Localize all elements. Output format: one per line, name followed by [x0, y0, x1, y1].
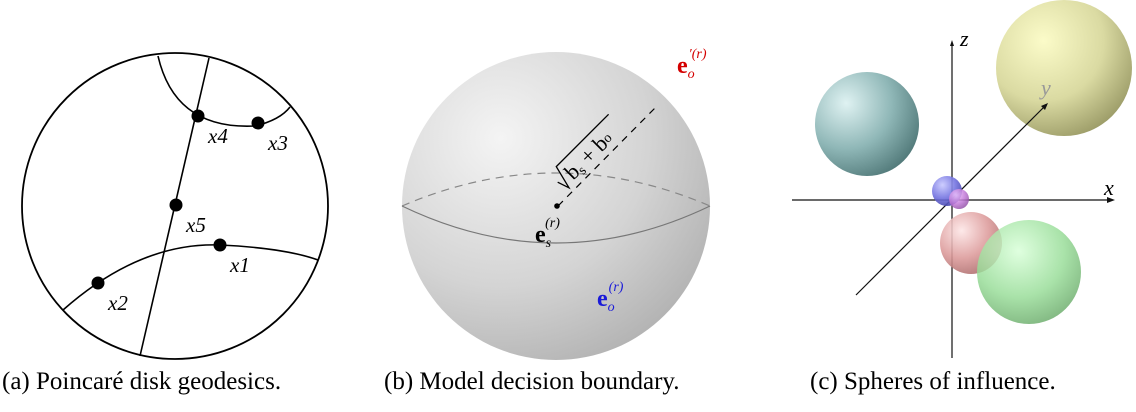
caption-a: (a) Poincaré disk geodesics.: [2, 368, 282, 395]
label-x4: x4: [207, 124, 228, 148]
panel-poincare-disk: x4 x3 x5 x1 x2 (a) Poincaré disk geodesi…: [0, 0, 360, 412]
label-inside-embedding: eo(r): [597, 280, 624, 315]
geodesic-bottom-arc: [62, 244, 319, 311]
y-axis-label: y: [1039, 75, 1051, 100]
equator-front: [401, 205, 711, 244]
panel-decision-boundary: bs + bo es(r) eo(r) eo′(r) (b) Model dec…: [380, 0, 760, 412]
sphere-teal: [815, 72, 919, 176]
geodesic-top-arc: [157, 55, 291, 127]
label-x5: x5: [185, 213, 206, 237]
radius-dashed-line: [557, 107, 656, 207]
caption-c: (c) Spheres of influence.: [810, 368, 1056, 395]
equator-back-dashed: [401, 172, 711, 207]
point-x4: [191, 109, 205, 123]
label-center-embedding: es(r): [535, 216, 560, 251]
caption-b: (b) Model decision boundary.: [384, 368, 680, 395]
label-outside-embedding: eo′(r): [677, 47, 707, 82]
point-x3: [251, 116, 265, 130]
spheres-figure: z x y: [792, 0, 1132, 358]
panel-spheres-of-influence: z x y (c) Spheres of influence.: [770, 0, 1136, 412]
sphere-green: [977, 220, 1081, 324]
x-axis-label: x: [1103, 175, 1114, 200]
z-axis-label: z: [959, 26, 969, 51]
disk-boundary: [21, 52, 329, 360]
point-x2: [91, 276, 105, 290]
decision-boundary-figure: bs + bo es(r) eo(r) eo′(r): [401, 47, 711, 360]
point-x5: [169, 198, 183, 212]
center-point: [554, 203, 560, 209]
label-x3: x3: [267, 131, 288, 155]
sphere-yellow: [996, 0, 1132, 136]
y-axis-arrow: [1041, 103, 1048, 110]
point-x1: [213, 238, 227, 252]
poincare-disk-figure: x4 x3 x5 x1 x2: [21, 52, 329, 360]
label-x1: x1: [229, 253, 250, 277]
sphere-purple: [949, 189, 969, 209]
label-x2: x2: [107, 291, 128, 315]
z-axis-arrow: [950, 40, 954, 46]
x-axis-arrow: [1107, 197, 1115, 203]
